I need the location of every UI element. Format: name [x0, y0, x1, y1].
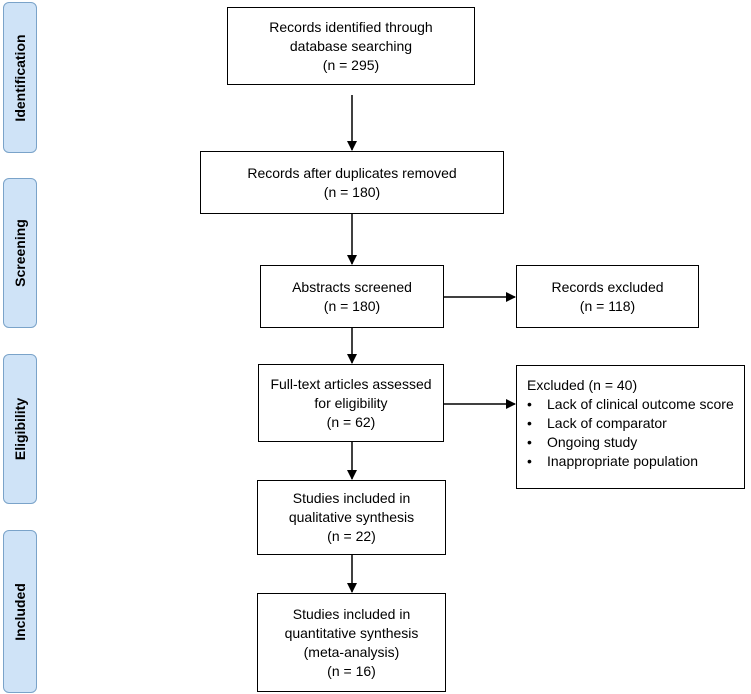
quantitative-synthesis-line-2: quantitative synthesis — [284, 624, 419, 641]
exclusion-reason-item: • Lack of comparator — [527, 414, 734, 433]
fulltext-excluded-box: Excluded (n = 40) • Lack of clinical outc… — [516, 365, 745, 489]
records-deduplicated-line-1: Records after duplicates removed — [247, 164, 457, 181]
stage-eligibility: Eligibility — [3, 354, 37, 504]
quantitative-synthesis-box: Studies included in quantitative synthes… — [257, 593, 446, 692]
exclusion-reason-text: Lack of comparator — [547, 415, 667, 431]
records-deduplicated-box: Records after duplicates removed (n = 18… — [200, 151, 504, 214]
exclusion-reason-item: • Inappropriate population — [527, 452, 734, 471]
stage-screening: Screening — [3, 178, 37, 328]
exclusion-reason-text: Ongoing study — [547, 434, 638, 450]
fulltext-assessed-line-2: for eligibility — [314, 394, 388, 411]
stage-included: Included — [3, 530, 37, 693]
records-identified-box: Records identified through database sear… — [227, 7, 475, 85]
records-excluded-line-1: Records excluded — [551, 278, 664, 295]
abstracts-screened-count: (n = 180) — [323, 297, 381, 314]
bullet-icon: • — [527, 396, 532, 412]
quantitative-synthesis-count: (n = 16) — [327, 662, 376, 679]
records-identified-line-1: Records identified through — [269, 18, 433, 35]
abstracts-screened-box: Abstracts screened (n = 180) — [260, 265, 444, 328]
records-excluded-box: Records excluded (n = 118) — [516, 265, 699, 328]
fulltext-excluded-heading: Excluded (n = 40) — [527, 377, 638, 393]
qualitative-synthesis-line-1: Studies included in — [292, 490, 411, 506]
exclusion-reason-item: • Lack of clinical outcome score — [527, 395, 734, 414]
fulltext-assessed-line-1: Full-text articles assessed — [270, 375, 432, 392]
records-excluded-count: (n = 118) — [579, 297, 636, 314]
abstracts-screened-line-1: Abstracts screened — [292, 278, 412, 295]
records-identified-line-2: database searching — [289, 37, 413, 54]
qualitative-synthesis-count: (n = 22) — [327, 528, 376, 544]
exclusion-reason-item: • Ongoing study — [527, 433, 734, 452]
exclusion-reason-text: Lack of clinical outcome score — [547, 396, 734, 412]
exclusion-reasons-list: • Lack of clinical outcome score • Lack of… — [527, 395, 734, 471]
quantitative-synthesis-line-1: Studies included in — [292, 605, 411, 622]
fulltext-assessed-box: Full-text articles assessed for eligibil… — [258, 364, 444, 442]
records-deduplicated-count: (n = 180) — [323, 183, 381, 200]
qualitative-synthesis-line-2: qualitative synthesis — [288, 509, 415, 525]
records-identified-count: (n = 295) — [322, 56, 380, 73]
exclusion-reason-text: Inappropriate population — [547, 453, 699, 469]
stage-identification: Identification — [3, 2, 37, 153]
bullet-icon: • — [527, 415, 532, 431]
qualitative-synthesis-box: Studies included in qualitative synthesi… — [257, 480, 446, 555]
fulltext-assessed-count: (n = 62) — [326, 413, 376, 430]
bullet-icon: • — [527, 434, 532, 450]
bullet-icon: • — [527, 453, 532, 469]
quantitative-synthesis-line-3: (meta-analysis) — [303, 643, 400, 660]
